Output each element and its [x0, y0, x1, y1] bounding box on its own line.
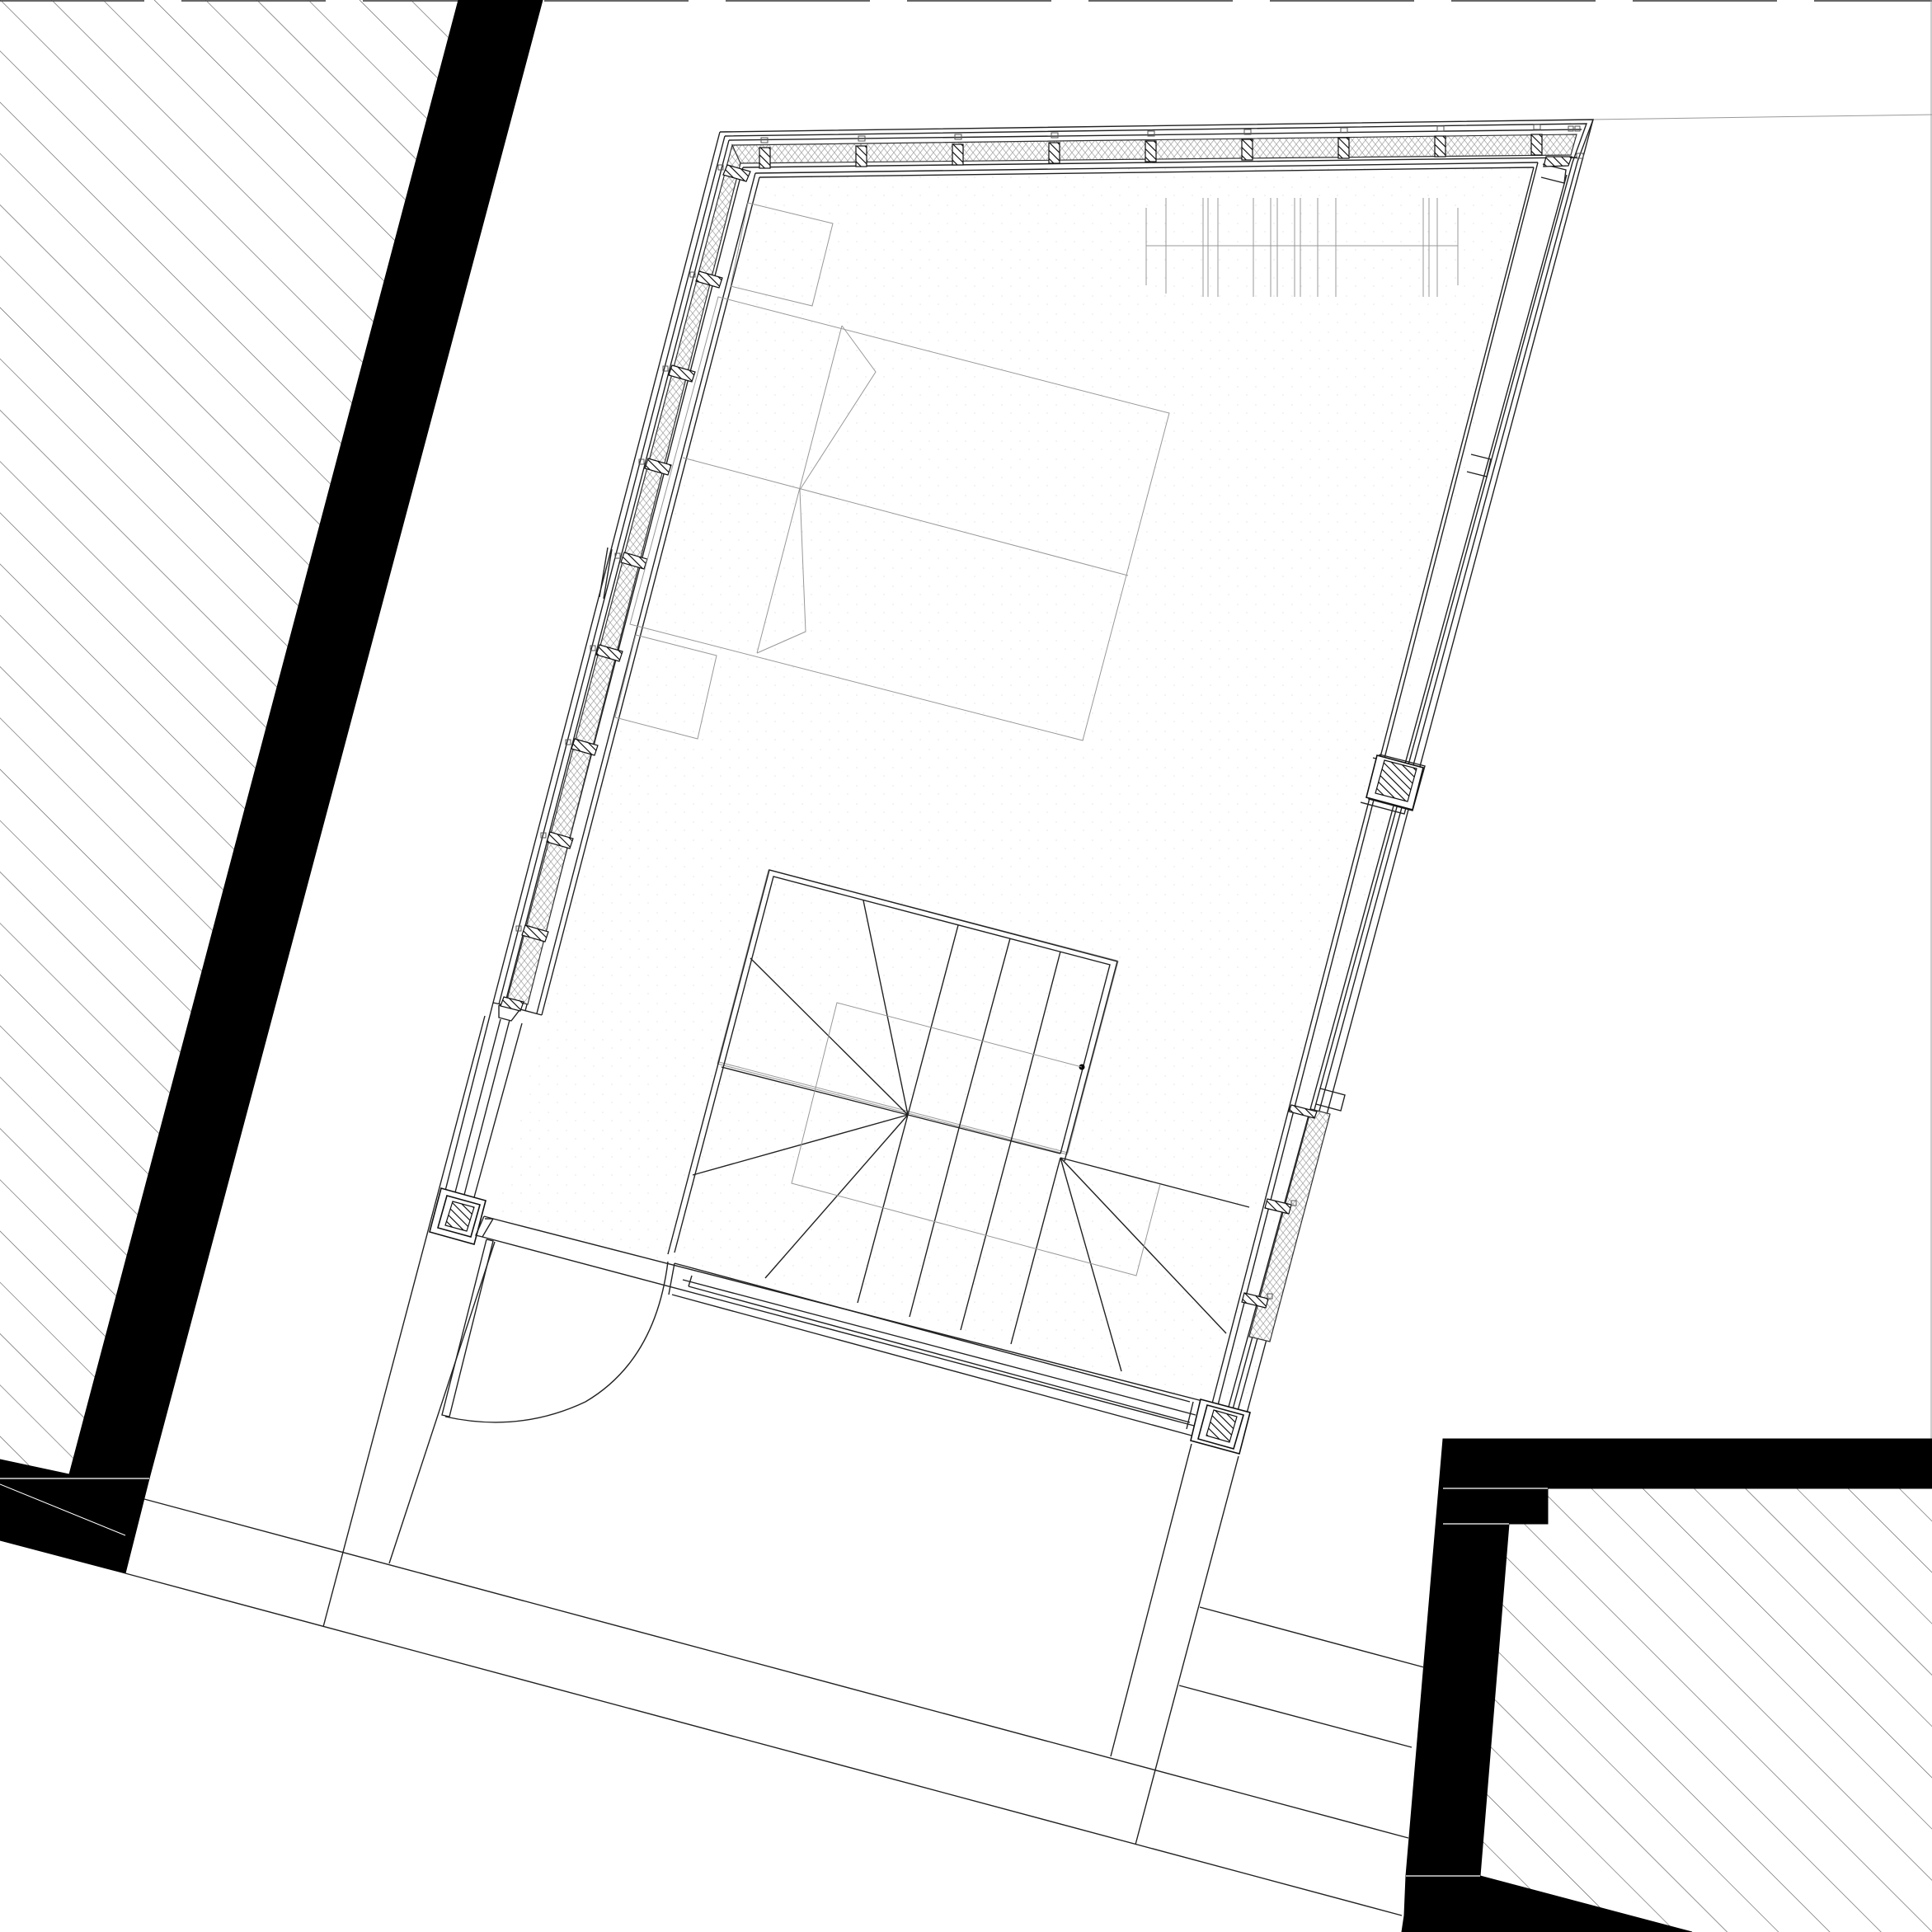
right-wall-studs	[1241, 1104, 1318, 1309]
floor-area	[493, 162, 1538, 1413]
bed-pillow-line	[682, 457, 1129, 576]
nightstand-bottom	[614, 634, 717, 740]
furniture-bed	[614, 202, 1170, 741]
neighbor-left-wall-foot	[0, 1459, 150, 1574]
stair-outer-frame	[667, 869, 1118, 1255]
neighbor-left-hatch	[0, 0, 458, 1474]
top-wall-studs	[759, 124, 1584, 169]
neighbor-building-left	[0, 0, 543, 1574]
door-swing-arc	[444, 1261, 669, 1423]
bed-frame	[629, 296, 1170, 741]
stair-landing-line	[907, 1114, 1061, 1154]
nightstand-top	[730, 202, 834, 307]
left-wall-studs	[500, 164, 751, 1012]
right-edge-hairline	[1591, 0, 1932, 1439]
entrance-door	[441, 1215, 669, 1423]
left-wall-insulation	[506, 143, 741, 1005]
post-right-mid	[1366, 754, 1424, 811]
left-wall	[444, 131, 760, 1198]
right-wall-insulation	[1248, 1108, 1331, 1342]
post-right-bottom	[1190, 1398, 1251, 1455]
staircase	[667, 869, 1250, 1372]
wardrobe-rail	[1145, 198, 1459, 297]
neighbor-right-hatch	[1480, 1488, 1932, 1932]
structural-posts	[429, 754, 1424, 1455]
neighbor-building-right	[1401, 1438, 1932, 1932]
site-lines	[125, 1015, 1425, 1916]
post-left	[429, 1187, 487, 1245]
door-leaf	[441, 1239, 494, 1417]
building-shell	[444, 119, 1595, 1437]
bed-blanket-fold	[756, 325, 877, 654]
